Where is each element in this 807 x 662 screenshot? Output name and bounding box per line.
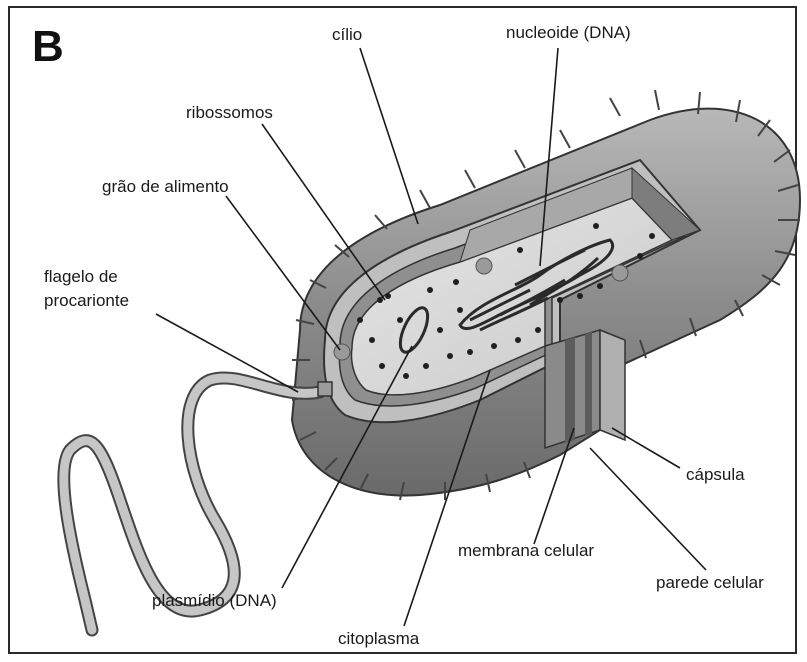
label-cilio: cílio [332,24,362,46]
label-parede: parede celular [656,572,764,594]
label-nucleoide: nucleoide (DNA) [506,22,631,44]
label-plasmidio: plasmídio (DNA) [152,590,277,612]
leader-cilio [360,48,418,224]
capsule-cut-block [545,330,625,448]
label-flagelo-line2: procarionte [44,290,129,312]
label-citoplasma: citoplasma [338,628,419,650]
label-membrana: membrana celular [458,540,594,562]
label-flagelo-line1: flagelo de [44,266,118,288]
label-capsula: cápsula [686,464,745,486]
label-ribossomos: ribossomos [186,102,273,124]
leader-capsula [612,428,680,468]
label-grao: grão de alimento [102,176,229,198]
